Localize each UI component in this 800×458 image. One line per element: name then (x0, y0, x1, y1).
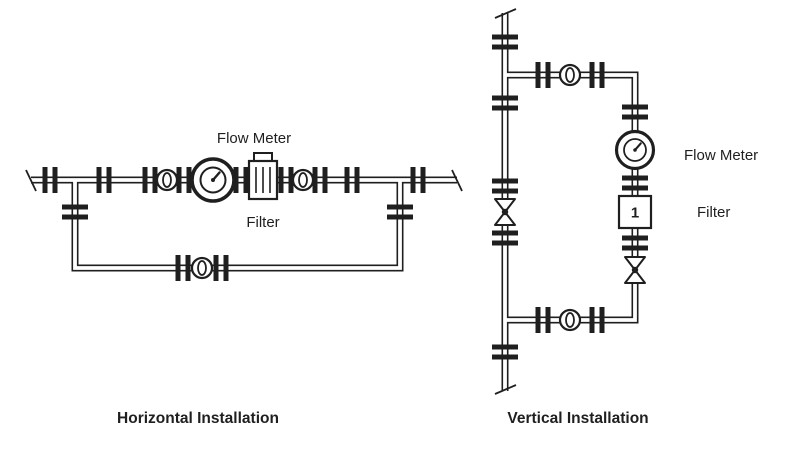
vertical-installation-caption: Vertical Installation (507, 410, 649, 427)
pipe-break-mark (25, 169, 37, 192)
flow-meter-label-horizontal: Flow Meter (216, 130, 292, 147)
valve-icon (190, 256, 214, 280)
valve-icon (155, 168, 179, 192)
flow-meter-icon (190, 157, 236, 203)
flow-meter-label-vertical: Flow Meter (684, 147, 759, 164)
gate-valve-icon (624, 256, 646, 284)
vertical-installation: 1 (492, 8, 656, 395)
filter-marking: 1 (631, 205, 639, 222)
pipe-break-mark (494, 8, 517, 19)
horizontal-installation-caption: Horizontal Installation (117, 410, 279, 427)
pipe-break-mark (494, 384, 517, 395)
filter-icon: 1 (617, 194, 653, 230)
horizontal-installation (25, 152, 463, 281)
valve-icon (558, 308, 582, 332)
gate-valve-icon (494, 198, 516, 226)
filter-label-vertical: Filter (697, 204, 731, 221)
valve-icon (558, 63, 582, 87)
pipe-bore (505, 73, 637, 322)
filter-icon (247, 152, 279, 201)
filter-label-horizontal: Filter (246, 214, 280, 231)
pipe-break-mark (451, 169, 463, 192)
bypass-pipe (505, 71, 639, 324)
flow-meter-icon (614, 129, 656, 171)
valve-icon (291, 168, 315, 192)
pipe-bore (73, 180, 402, 270)
